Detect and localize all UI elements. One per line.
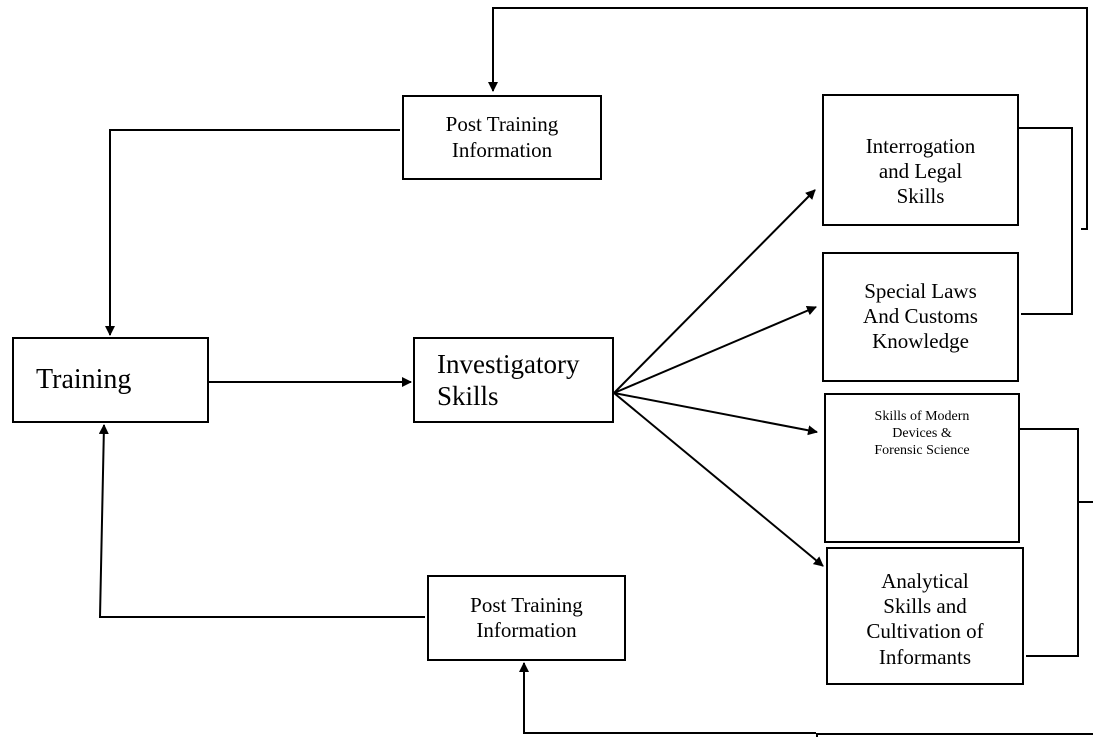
arrow-post-top-to-training — [105, 129, 400, 336]
arrow-to-interrogation — [613, 189, 816, 394]
arrow-to-devices — [613, 392, 818, 436]
post-training-information-top-node: Post Training Information — [402, 95, 602, 180]
training-node: Training — [12, 337, 209, 423]
partial-box-edge-bottom — [816, 733, 1093, 737]
node-label-line: Interrogation — [865, 134, 976, 158]
feedback-line-top — [488, 7, 1088, 230]
node-label-line: Special Laws — [864, 279, 977, 303]
node-label-line: Information — [451, 137, 553, 162]
node-label-line: And Customs — [863, 304, 978, 329]
node-label-line: Devices & — [892, 425, 952, 441]
arrow-post-bottom-to-training — [98, 424, 425, 618]
node-label-line: Skills — [437, 381, 499, 411]
node-label-line: Post Training — [445, 112, 559, 137]
interrogation-legal-skills-node: Interrogation and Legal Skills — [822, 94, 1019, 226]
bracket-lower-right — [1020, 428, 1079, 657]
modern-devices-forensic-node: Skills of Modern Devices & Forensic Scie… — [824, 393, 1020, 543]
node-label-line: Investigatory — [437, 348, 580, 379]
post-training-information-bottom-node: Post Training Information — [427, 575, 626, 661]
node-label-line: Skills — [896, 184, 945, 209]
node-label-line: Informants — [878, 644, 972, 669]
node-label-line: Training — [36, 364, 132, 396]
arrow-to-special-laws — [613, 305, 817, 394]
node-label-line: Cultivation of — [866, 619, 984, 644]
bracket-upper-right — [1019, 127, 1073, 315]
investigatory-skills-node: Investigatory Skills — [413, 337, 614, 423]
node-label-line: Post Training — [470, 592, 583, 617]
node-label-line: Skills of Modern — [874, 409, 970, 424]
special-laws-customs-node: Special Laws And Customs Knowledge — [822, 252, 1019, 382]
arrow-to-analytical — [613, 392, 824, 567]
node-label-line: Skills and — [883, 594, 967, 619]
node-label-line: and Legal — [878, 159, 963, 184]
node-label-line: Information — [476, 618, 577, 642]
arrow-bottom-input — [519, 662, 816, 734]
node-label-line: Knowledge — [872, 329, 969, 354]
node-label-line: Analytical — [881, 569, 969, 593]
node-label-line: Forensic Science — [874, 442, 970, 458]
analytical-skills-informants-node: Analytical Skills and Cultivation of Inf… — [826, 547, 1024, 685]
